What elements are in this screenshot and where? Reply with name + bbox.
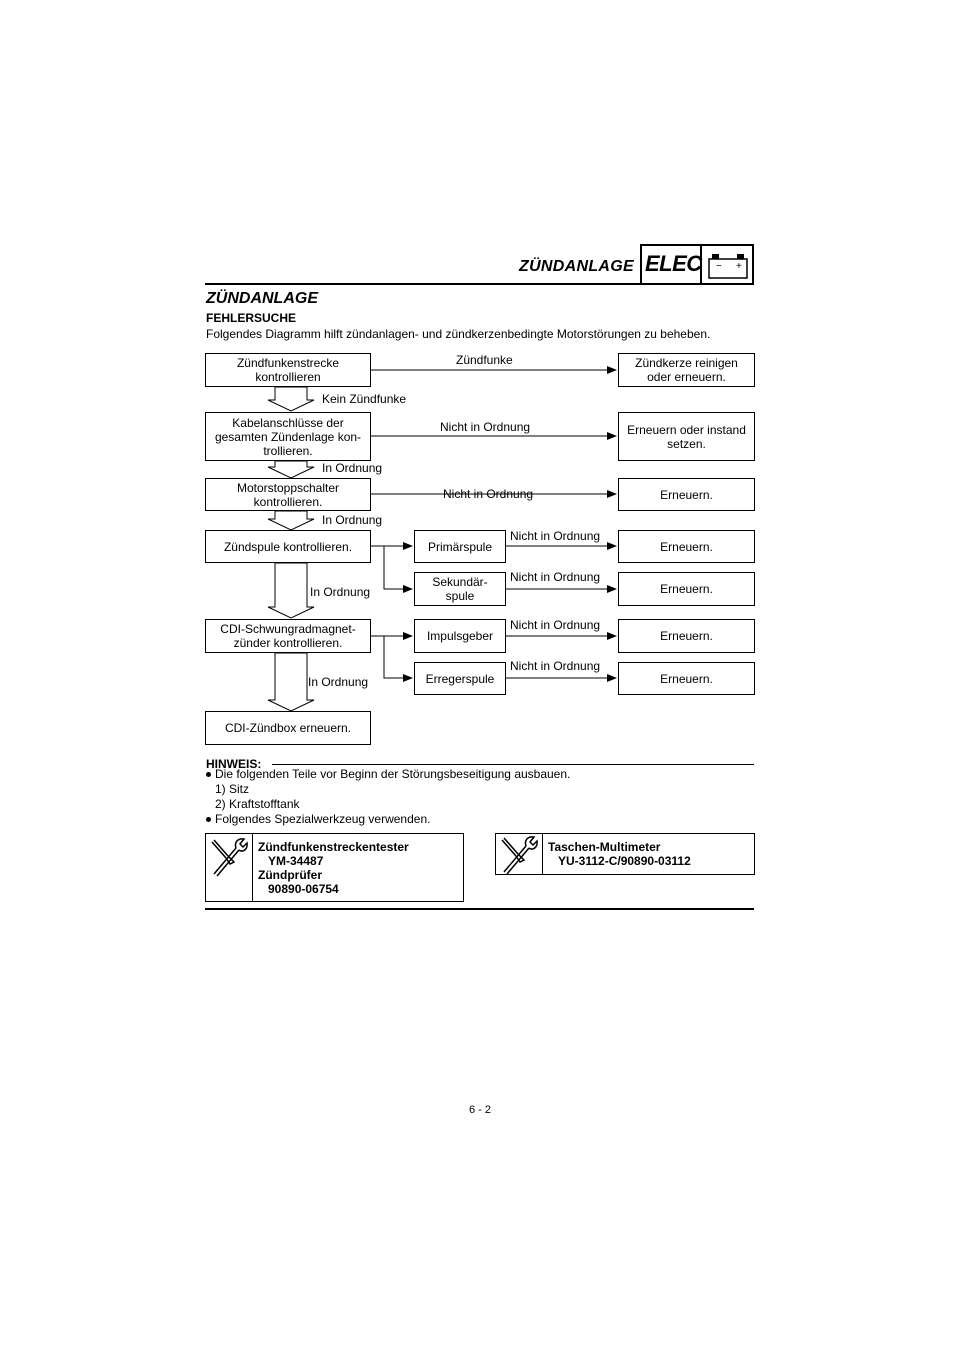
arrow-label-7: Nicht in Ordnung xyxy=(510,659,601,673)
tool-text-1: Zündfunkenstreckentester YM-34487 Zündpr… xyxy=(258,840,409,896)
arrow-label-3: Nicht in Ordnung xyxy=(443,487,534,501)
arrow-label-5: Nicht in Ordnung xyxy=(510,570,601,584)
down-arrow-1 xyxy=(267,386,315,412)
tool-box-2: Taschen-Multimeter YU-3112-C/90890-03112 xyxy=(495,833,755,875)
box-primaerspule: Primärspule xyxy=(414,530,506,563)
elec-label: ELEC xyxy=(645,251,702,276)
box-erneuern-5: Erneuern. xyxy=(618,572,755,606)
down-label-2: In Ordnung xyxy=(322,461,383,475)
arrow-label-2: Nicht in Ordnung xyxy=(440,420,531,434)
section-title: ZÜNDANLAGE xyxy=(206,290,318,307)
tool-text-2: Taschen-Multimeter YU-3112-C/90890-03112 xyxy=(548,840,691,868)
hinweis-heading: HINWEIS: xyxy=(206,757,262,771)
bullet-icon xyxy=(206,772,211,778)
down-arrow-5 xyxy=(267,652,315,712)
wrench-screwdriver-icon xyxy=(211,838,248,877)
note-item-1: 1) Sitz xyxy=(215,782,250,796)
note-bullet-2: Folgendes Spezialwerkzeug verwenden. xyxy=(206,812,430,826)
down-label-1: Kein Zündfunke xyxy=(322,392,407,406)
arrow-label-4: Nicht in Ordnung xyxy=(510,529,601,543)
box-erregerspule: Erregerspule xyxy=(414,662,506,695)
branch-cdi xyxy=(370,635,413,682)
box-erneuern-7: Erneuern. xyxy=(618,662,755,695)
down-arrow-4 xyxy=(267,562,315,619)
down-arrow-3 xyxy=(267,510,315,531)
down-label-5: In Ordnung xyxy=(308,675,369,689)
arrow-label-1: Zündfunke xyxy=(456,353,513,367)
flowchart-connectors xyxy=(267,366,617,712)
battery-plus: + xyxy=(736,261,742,272)
arrow-label-6: Nicht in Ordnung xyxy=(510,618,601,632)
battery-icon: − + xyxy=(708,254,748,279)
box-zuendspule: Zündspule kontrollieren. xyxy=(205,530,371,563)
header-title: ZÜNDANLAGE xyxy=(519,258,634,275)
bottom-rule xyxy=(205,908,754,910)
box-erneuern-3: Erneuern. xyxy=(618,478,755,511)
wrench-screwdriver-icon xyxy=(501,836,538,875)
section-subtitle: FEHLERSUCHE xyxy=(206,311,297,325)
box-sekundaerspule: Sekundär-spule xyxy=(414,572,506,606)
box-cdi-schwungradmagnet: CDI-Schwungradmagnet-zünder kontrolliere… xyxy=(205,619,371,653)
intro-text: Folgendes Diagramm hilft zündanlagen- un… xyxy=(206,327,711,341)
battery-minus: − xyxy=(716,261,722,272)
box-cdi-zuendbox: CDI-Zündbox erneuern. xyxy=(205,711,371,745)
down-arrow-2 xyxy=(267,460,315,479)
tool-icon-cell xyxy=(496,834,543,875)
tool-icon-cell xyxy=(206,834,253,901)
bullet-icon xyxy=(206,817,211,823)
note-bullet-1: Die folgenden Teile vor Beginn der Störu… xyxy=(206,767,570,781)
header-rule xyxy=(205,283,640,285)
branch-zuendspule xyxy=(370,545,413,593)
down-label-3: In Ordnung xyxy=(322,513,383,527)
note-item-2: 2) Kraftstofftank xyxy=(215,797,300,811)
hinweis-rule xyxy=(272,764,754,765)
elec-badge: ELEC − + xyxy=(640,244,754,285)
box-erneuern-6: Erneuern. xyxy=(618,619,755,653)
page-number: 6 - 2 xyxy=(468,1104,491,1116)
down-label-4: In Ordnung xyxy=(310,585,371,599)
elec-divider xyxy=(700,246,702,283)
tool-box-1: Zündfunkenstreckentester YM-34487 Zündpr… xyxy=(205,833,464,902)
box-erneuern-4: Erneuern. xyxy=(618,530,755,563)
box-impulsgeber: Impulsgeber xyxy=(414,619,506,653)
